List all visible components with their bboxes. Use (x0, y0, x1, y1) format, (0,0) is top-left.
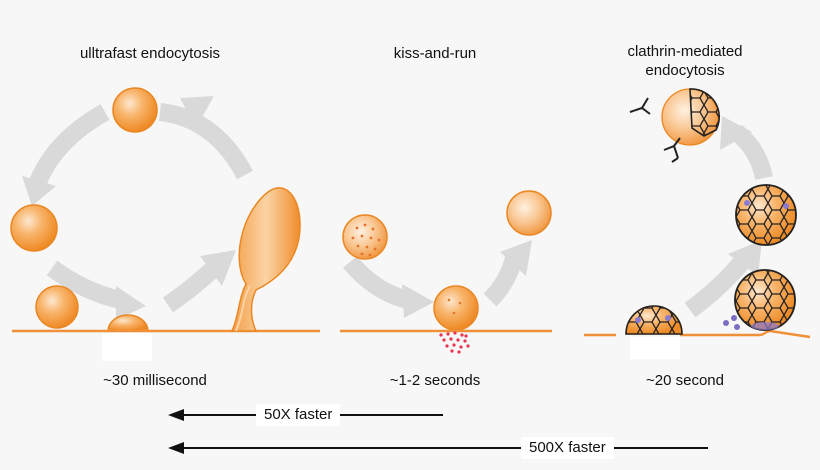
clathrin-budding-vesicle (734, 269, 796, 331)
kiss-and-run-fusing-dots (447, 298, 462, 315)
kiss-and-run-vesicle-dots (351, 223, 381, 257)
kiss-and-run-vesicle-fusing (433, 285, 479, 331)
kiss-and-run-released-cargo (439, 331, 470, 354)
kiss-and-run-panel (340, 190, 552, 354)
speed-label-500x: 500X faster (521, 437, 614, 459)
ultrafast-label-box (102, 333, 152, 361)
clathrin-panel (584, 88, 811, 359)
clathrin-timing: ~20 second (646, 372, 724, 389)
clathrin-coated-pit (625, 305, 683, 335)
clathrin-triskelion-icon (629, 97, 681, 163)
ultrafast-panel (10, 87, 320, 361)
kiss-and-run-arrowheads (402, 240, 532, 318)
clathrin-adaptor-dots (723, 315, 740, 330)
clathrin-uncoating-vesicle (661, 88, 720, 146)
speed-label-50x: 50X faster (256, 404, 341, 426)
ultrafast-arrowheads (22, 96, 236, 320)
kiss-and-run-vesicle-full (342, 214, 388, 260)
clathrin-arrowheads (720, 116, 762, 276)
ultrafast-title: ulltrafast endocytosis (79, 45, 221, 62)
clathrin-title: clathrin-mediated endocytosis (605, 42, 765, 80)
kiss-and-run-vesicle-empty (506, 190, 552, 236)
ultrafast-bulk-endosome (230, 187, 301, 332)
ultrafast-vesicle-left (10, 204, 58, 252)
ultrafast-vesicle-top (112, 87, 158, 133)
ultrafast-timing: ~30 millisecond (103, 372, 207, 389)
ultrafast-fusing-vesicle (107, 314, 149, 332)
kiss-and-run-arrows-icon (343, 255, 523, 309)
kiss-and-run-title: kiss-and-run (393, 45, 477, 62)
clathrin-title-line1: clathrin-mediated (627, 43, 743, 60)
clathrin-coated-vesicle (735, 184, 797, 246)
kiss-and-run-timing: ~1-2 seconds (389, 372, 481, 389)
clathrin-label-box (630, 337, 680, 359)
comparison-arrows (168, 409, 708, 454)
clathrin-membrane (584, 329, 811, 339)
ultrafast-vesicle-bottom (35, 285, 79, 329)
ultrafast-cycle-arrows-icon (29, 103, 253, 313)
clathrin-title-line2: endocytosis (645, 62, 725, 79)
